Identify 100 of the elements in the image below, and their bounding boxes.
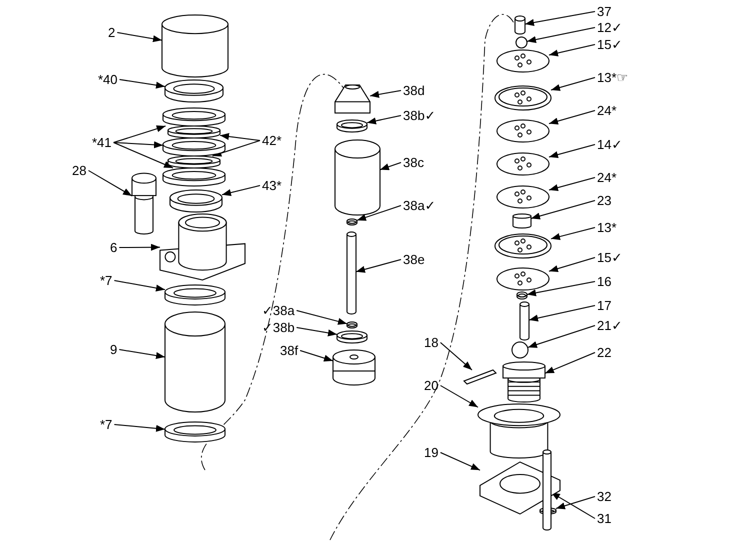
ring-drawing — [336, 330, 368, 344]
leader-line — [524, 11, 596, 26]
callout-number: 22 — [597, 345, 612, 360]
callout-number: 37 — [597, 4, 612, 19]
callout-number: 9 — [110, 342, 118, 357]
cap-drawing — [334, 84, 370, 114]
callout-number: 24* — [597, 170, 617, 185]
disc-drawing — [496, 268, 550, 290]
leader-line — [113, 142, 174, 168]
leader-line — [548, 44, 596, 56]
callout-number: 38a✓ — [403, 198, 436, 213]
callout-number: 16 — [597, 274, 612, 289]
leader-line — [220, 133, 260, 141]
disc-drawing — [496, 152, 550, 176]
ring-drawing — [164, 80, 224, 102]
leader-line — [222, 185, 260, 196]
fitting-drawing — [132, 172, 156, 234]
leader-line — [548, 110, 596, 124]
leader-line — [548, 144, 596, 158]
disc-drawing — [496, 50, 550, 72]
rod-drawing — [346, 232, 356, 314]
leader-line — [116, 32, 162, 42]
leader-line — [212, 140, 260, 157]
leader-line — [113, 125, 166, 143]
callout-number: 24* — [597, 103, 617, 118]
callout-number: 13*☞ — [597, 70, 628, 85]
callout-number: 2 — [108, 25, 116, 40]
callout-number: 32 — [597, 489, 612, 504]
callout-number: *7 — [100, 417, 112, 432]
disc-drawing — [494, 86, 552, 110]
callout-number: 38f — [280, 343, 298, 358]
leader-line — [113, 141, 164, 148]
ring-drawing — [336, 120, 368, 132]
disc-drawing — [494, 234, 552, 258]
ring-drawing — [346, 322, 358, 328]
callout-number: 38e — [403, 252, 425, 267]
leader-line — [526, 281, 596, 296]
callout-number: 6 — [110, 240, 118, 255]
sleeve-drawing — [514, 16, 526, 34]
nut-drawing — [502, 362, 546, 402]
housing-drawing — [160, 214, 246, 281]
ring-drawing — [164, 422, 226, 442]
piston-drawing — [332, 350, 376, 386]
callout-number: *41 — [92, 135, 112, 150]
sleeve-drawing — [512, 214, 532, 228]
ball-drawing — [516, 36, 528, 48]
ring-drawing — [346, 218, 358, 226]
leader-line — [544, 352, 596, 374]
callout-number: 21✓ — [597, 318, 622, 333]
leader-line — [550, 227, 596, 240]
ring-drawing — [162, 108, 226, 126]
leader-line — [440, 452, 480, 471]
rod-drawing — [520, 302, 530, 340]
callout-number: 20 — [424, 378, 438, 393]
ring-drawing — [516, 292, 528, 300]
leader-line — [88, 170, 132, 196]
callout-number: 42* — [262, 133, 282, 148]
leader-line — [370, 90, 402, 98]
sleeve-drawing — [162, 14, 228, 78]
leader-line — [300, 350, 334, 362]
leader-line — [556, 496, 596, 510]
callout-number: ✓38b — [262, 320, 295, 335]
leader-line — [118, 244, 160, 251]
leader-line — [530, 200, 596, 220]
leader-line — [526, 27, 596, 43]
callout-number: ✓38a — [262, 303, 295, 318]
leader-line — [548, 177, 596, 191]
leader-line — [296, 310, 348, 325]
callout-number: 38d — [403, 83, 425, 98]
ring-drawing — [170, 190, 222, 212]
callout-number: *7 — [100, 273, 112, 288]
pin-drawing — [463, 369, 497, 385]
callout-number: 38b✓ — [403, 108, 436, 123]
leader-line — [548, 257, 596, 272]
leader-line — [119, 79, 166, 89]
callout-number: 19 — [424, 445, 438, 460]
leader-line — [366, 115, 402, 124]
callout-number: 12✓ — [597, 20, 622, 35]
callout-number: 23 — [597, 193, 612, 208]
leader-line — [440, 342, 472, 370]
ring-drawing — [162, 168, 226, 186]
gland-drawing — [478, 404, 560, 458]
callout-number: 13* — [597, 220, 617, 235]
callout-number: 38c — [403, 155, 424, 170]
disc-drawing — [496, 186, 550, 208]
callout-number: *40 — [98, 72, 118, 87]
callout-number: 14✓ — [597, 137, 622, 152]
callout-number: 18 — [424, 335, 438, 350]
callout-number: 43* — [262, 178, 282, 193]
callout-number: 17 — [597, 298, 612, 313]
leader-line — [528, 305, 596, 322]
leader-line — [380, 162, 402, 170]
leader-line — [118, 349, 166, 360]
callout-number: 15✓ — [597, 37, 622, 52]
callout-number: 31 — [597, 511, 612, 526]
sleeve-drawing — [164, 312, 226, 412]
leader-line — [356, 259, 402, 273]
callout-number: 15✓ — [597, 250, 622, 265]
leader-line — [528, 325, 596, 348]
leader-line — [550, 77, 596, 91]
